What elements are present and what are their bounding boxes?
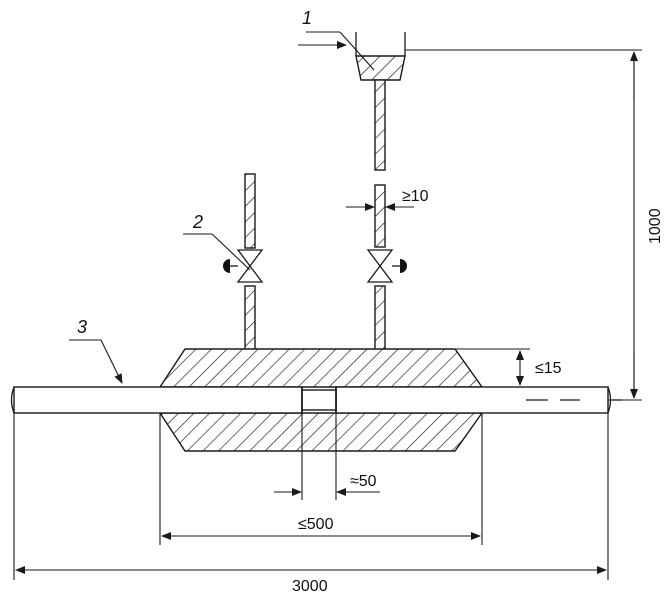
leader-3 bbox=[69, 339, 123, 384]
leader-1 bbox=[306, 31, 375, 71]
valve-left bbox=[223, 249, 264, 283]
dim-label-ge10: ≥10 bbox=[402, 188, 429, 205]
dim-label-1000: 1000 bbox=[647, 208, 664, 244]
callout-1: 1 bbox=[302, 8, 312, 28]
callout-2: 2 bbox=[192, 212, 203, 232]
dimension-3000 bbox=[13, 413, 609, 580]
feed-tube-bottom bbox=[374, 285, 386, 351]
dim-label-approx50: ≈50 bbox=[350, 473, 377, 490]
mold-upper-half bbox=[158, 348, 484, 388]
mold-lower-half bbox=[158, 412, 484, 452]
feed-tube-lower bbox=[374, 184, 386, 248]
valve-left-handle bbox=[223, 259, 230, 273]
dimension-le15 bbox=[455, 348, 530, 388]
dimension-approx50 bbox=[274, 413, 380, 500]
leader-2 bbox=[183, 233, 251, 271]
dimension-1000 bbox=[405, 49, 642, 401]
callout-3: 3 bbox=[77, 317, 87, 337]
vent-tube-upper bbox=[244, 173, 256, 249]
dimension-le500 bbox=[159, 413, 483, 545]
vent-tube-lower bbox=[244, 285, 256, 351]
funnel-vessel bbox=[355, 32, 406, 171]
sample-rod bbox=[10, 386, 622, 414]
dim-label-3000: 3000 bbox=[292, 578, 328, 595]
dim-label-le15: ≤15 bbox=[535, 360, 562, 377]
valve-right bbox=[366, 249, 407, 283]
valve-right-handle bbox=[400, 259, 407, 273]
dim-label-le500: ≤500 bbox=[298, 516, 334, 533]
